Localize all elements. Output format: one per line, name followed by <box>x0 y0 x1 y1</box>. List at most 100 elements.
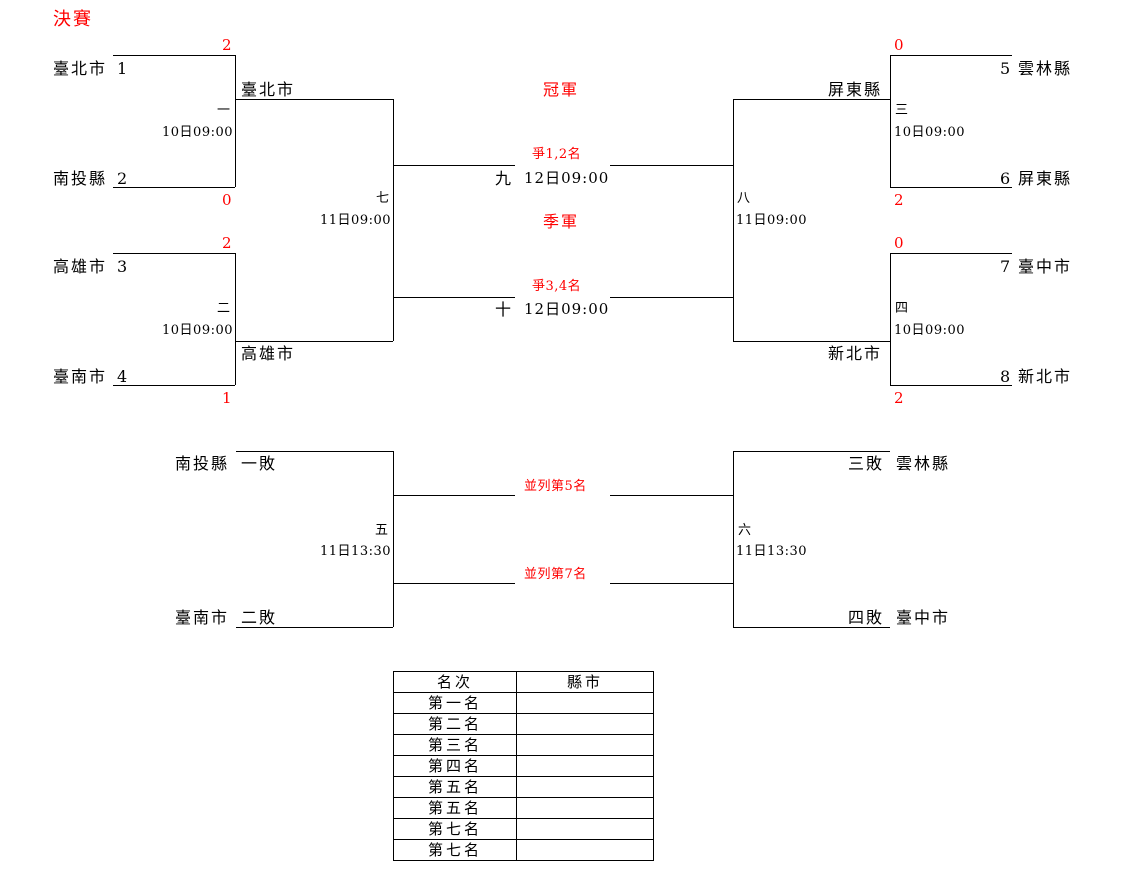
bracket-line <box>236 451 393 452</box>
bracket-line <box>113 187 235 188</box>
team-seed: 1 <box>117 59 130 78</box>
bracket-line <box>610 165 733 166</box>
loser-tag: 二敗 <box>241 608 278 627</box>
bracket-line <box>393 495 515 496</box>
bracket-line <box>235 253 236 385</box>
team-cell[interactable] <box>516 692 654 714</box>
bracket-line <box>113 253 235 254</box>
bracket-line <box>610 495 733 496</box>
team-score: 2 <box>222 36 232 54</box>
team-name: 南投縣 <box>53 169 108 188</box>
team-score: 2 <box>894 191 904 209</box>
winner-name: 新北市 <box>828 344 883 363</box>
final-label: 爭1,2名 <box>532 147 582 162</box>
bracket-line <box>610 583 733 584</box>
bracket-line <box>733 627 890 628</box>
rank-cell: 第五名 <box>393 776 517 798</box>
table-row: 第三名 <box>393 734 654 756</box>
team-name: 臺南市 <box>53 367 108 386</box>
match-time: 11日13:30 <box>736 544 808 559</box>
match-number: 一 <box>217 103 231 118</box>
bracket-line <box>733 451 890 452</box>
table-row: 第五名 <box>393 776 654 798</box>
bracket-line <box>610 297 733 298</box>
match-number: 九 <box>495 169 514 188</box>
header-rank: 名次 <box>393 671 517 693</box>
bracket-line <box>235 99 393 100</box>
bracket-line <box>890 385 1012 386</box>
team-seed: 3 <box>117 257 130 276</box>
bracket-line <box>733 451 734 627</box>
rank-cell: 第三名 <box>393 734 517 756</box>
team-cell[interactable] <box>516 713 654 735</box>
match-number: 四 <box>895 301 909 316</box>
team-seed: 2 <box>117 169 130 188</box>
rank-cell: 第一名 <box>393 692 517 714</box>
table-row: 第二名 <box>393 713 654 735</box>
bracket-line <box>113 55 235 56</box>
winner-name: 屏東縣 <box>828 80 883 99</box>
team-cell[interactable] <box>516 797 654 819</box>
match-time: 10日09:00 <box>162 125 234 140</box>
team-cell[interactable] <box>516 776 654 798</box>
match-time: 10日09:00 <box>894 125 966 140</box>
bracket-line <box>890 253 1012 254</box>
table-row: 第四名 <box>393 755 654 777</box>
team-seed: 5 <box>1000 59 1013 78</box>
match-number: 十 <box>495 300 514 319</box>
team-name: 高雄市 <box>53 257 108 276</box>
header-team: 縣市 <box>516 671 654 693</box>
page-title: 決賽 <box>53 9 93 30</box>
bracket-line <box>236 627 393 628</box>
team-cell[interactable] <box>516 839 654 861</box>
team-score: 1 <box>222 389 232 407</box>
bracket-line <box>890 55 1012 56</box>
fifth-place-label: 並列第5名 <box>524 479 587 494</box>
rank-cell: 第七名 <box>393 818 517 840</box>
loser-tag: 四敗 <box>848 608 885 627</box>
third-place-label: 季軍 <box>543 212 580 231</box>
bracket-line <box>393 583 515 584</box>
match-number: 八 <box>737 191 751 206</box>
match-time: 12日09:00 <box>524 169 610 187</box>
match-time: 10日09:00 <box>162 323 234 338</box>
bracket-line <box>890 55 891 187</box>
winner-name: 臺北市 <box>241 80 296 99</box>
team-cell[interactable] <box>516 734 654 756</box>
match-time: 11日09:00 <box>320 213 392 228</box>
team-name: 臺中市 <box>896 608 951 627</box>
team-name: 雲林縣 <box>1018 59 1073 78</box>
match-number: 三 <box>895 103 909 118</box>
team-name: 南投縣 <box>175 454 230 473</box>
match-number: 五 <box>375 523 389 538</box>
loser-tag: 三敗 <box>848 454 885 473</box>
team-score: 0 <box>894 36 904 54</box>
team-seed: 8 <box>1000 367 1013 386</box>
match-time: 11日13:30 <box>320 544 392 559</box>
winner-name: 高雄市 <box>241 344 296 363</box>
team-cell[interactable] <box>516 818 654 840</box>
bracket-line <box>393 297 515 298</box>
rank-cell: 第七名 <box>393 839 517 861</box>
bracket-line <box>393 165 515 166</box>
rank-cell: 第二名 <box>393 713 517 735</box>
rank-cell: 第四名 <box>393 755 517 777</box>
bracket-line <box>733 99 734 341</box>
team-name: 臺北市 <box>53 59 108 78</box>
match-time: 11日09:00 <box>736 213 808 228</box>
loser-tag: 一敗 <box>241 454 278 473</box>
bracket-line <box>235 55 236 187</box>
bracket-line <box>393 451 394 627</box>
team-seed: 4 <box>117 367 130 386</box>
ranking-table: 名次 縣市 第一名 第二名 第三名 第四名 第五名 第五名 第七名 第七名 <box>393 671 654 861</box>
bracket-line <box>890 253 891 385</box>
table-row: 第五名 <box>393 797 654 819</box>
third-match-label: 爭3,4名 <box>532 279 582 294</box>
match-time: 12日09:00 <box>524 300 610 318</box>
match-number: 二 <box>217 301 231 316</box>
team-name: 臺中市 <box>1018 257 1073 276</box>
bracket-line <box>733 341 890 342</box>
table-row: 第七名 <box>393 818 654 840</box>
team-cell[interactable] <box>516 755 654 777</box>
table-row: 第一名 <box>393 692 654 714</box>
